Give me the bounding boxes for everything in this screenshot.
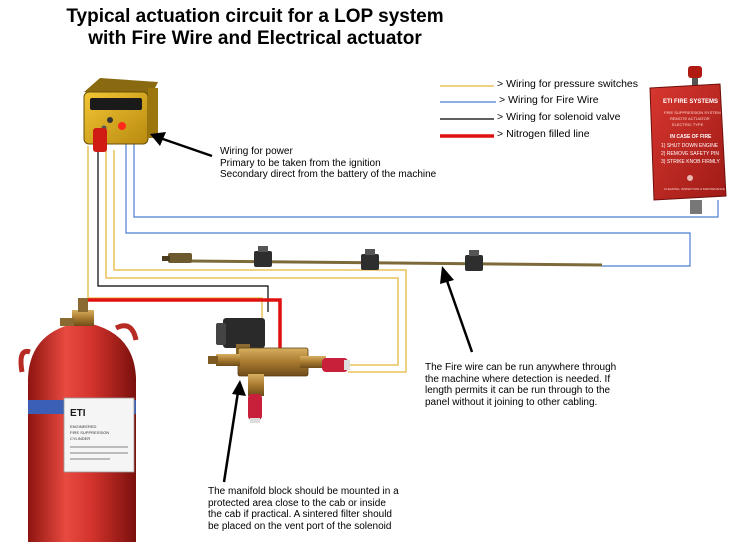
cylinder-label-line: ENGINEERED — [70, 424, 97, 429]
manifold-block — [208, 347, 326, 396]
note-line: Primary to be taken from the ignition — [220, 157, 381, 169]
cylinder-label-line: FIRE SUPPRESSION — [70, 430, 109, 435]
panel-brand: ETI FIRE SYSTEMS — [663, 99, 718, 105]
note-line: protected area close to the cab or insid… — [208, 497, 386, 509]
legend-marker: > — [497, 78, 504, 90]
manifold-mounting-note: The manifold block should be mounted in … — [208, 486, 399, 532]
pressure-switch — [248, 394, 262, 423]
note-line: panel without it joining to other cablin… — [425, 396, 598, 408]
diagram-title: Typical actuation circuit for a LOP syst… — [20, 6, 490, 50]
manifold-note-arrow — [222, 391, 240, 483]
pressure-switch-wiring — [87, 146, 407, 373]
firewire-routing-note: The Fire wire can be run anywhere throug… — [425, 362, 616, 408]
power-note-arrow — [159, 136, 213, 158]
legend-item-fire-wire: >Wiring for Fire Wire — [499, 94, 599, 106]
panel-line: ELECTRIC TYPE — [672, 122, 704, 127]
firewire-note-arrow — [444, 277, 474, 353]
nitrogen-line — [88, 298, 282, 352]
legend-marker: > — [497, 111, 504, 123]
note-line: the cab if practical. A sintered filter … — [208, 509, 392, 520]
legend-item-nitrogen-line: >Nitrogen filled line — [497, 128, 590, 140]
suppression-cylinder: ETI ENGINEERED FIRE SUPPRESSION CYLINDER — [18, 298, 139, 542]
note-line: Wiring for power — [220, 146, 293, 157]
solenoid-valve — [216, 318, 265, 356]
pointer-arrows — [150, 132, 474, 483]
legend-marker: > — [499, 94, 506, 106]
panel-step: 3) STRIKE KNOB FIRMLY — [661, 159, 720, 165]
legend-item-pressure-switches: >Wiring for pressure switches — [497, 78, 638, 90]
note-line: the machine where detection is needed. I… — [425, 373, 611, 385]
note-line: length permits it can be run through to … — [425, 385, 611, 396]
legend-label: Nitrogen filled line — [506, 128, 590, 140]
legend-item-solenoid-valve: >Wiring for solenoid valve — [497, 111, 621, 123]
panel-step: 1) SHUT DOWN ENGINE — [661, 143, 719, 149]
note-line: The manifold block should be mounted in … — [208, 486, 399, 497]
legend-label: Wiring for Fire Wire — [508, 94, 599, 106]
fire-wire-rod — [162, 253, 603, 267]
panel-case-title: IN CASE OF FIRE — [670, 134, 712, 140]
note-line: be placed on the vent port of the soleno… — [208, 520, 392, 532]
fire-wire-detector — [254, 246, 272, 267]
legend-label: Wiring for solenoid valve — [506, 111, 621, 123]
fire-wire-detector — [465, 250, 483, 271]
panel-line: REMOTE ACTUATOR — [670, 116, 710, 121]
panel-footer: CLEANING, INSPECTION & MAINTENANCE — [664, 187, 725, 191]
remote-actuator-panel: ETI FIRE SYSTEMS FIRE SUPPRESSION SYSTEM… — [649, 66, 727, 214]
legend-marker: > — [497, 128, 504, 140]
title-line-1: Typical actuation circuit for a LOP syst… — [66, 6, 444, 27]
fire-wire-detector — [361, 249, 379, 270]
cylinder-label-brand: ETI — [70, 408, 86, 419]
title-line-2: with Fire Wire and Electrical actuator — [88, 28, 422, 49]
note-line: Secondary direct from the battery of the… — [220, 169, 437, 180]
power-wiring-note: Wiring for power Primary to be taken fro… — [220, 146, 436, 181]
cylinder-label-line: CYLINDER — [70, 436, 90, 441]
control-box — [83, 78, 158, 152]
legend-swatches — [440, 85, 496, 138]
panel-line: FIRE SUPPRESSION SYSTEM — [664, 110, 721, 115]
panel-step: 2) REMOVE SAFETY PIN — [661, 151, 719, 157]
note-line: The Fire wire can be run anywhere throug… — [425, 362, 617, 373]
pressure-switch — [322, 358, 350, 372]
legend-label: Wiring for pressure switches — [506, 78, 639, 90]
fire-wire-wiring — [125, 140, 719, 267]
